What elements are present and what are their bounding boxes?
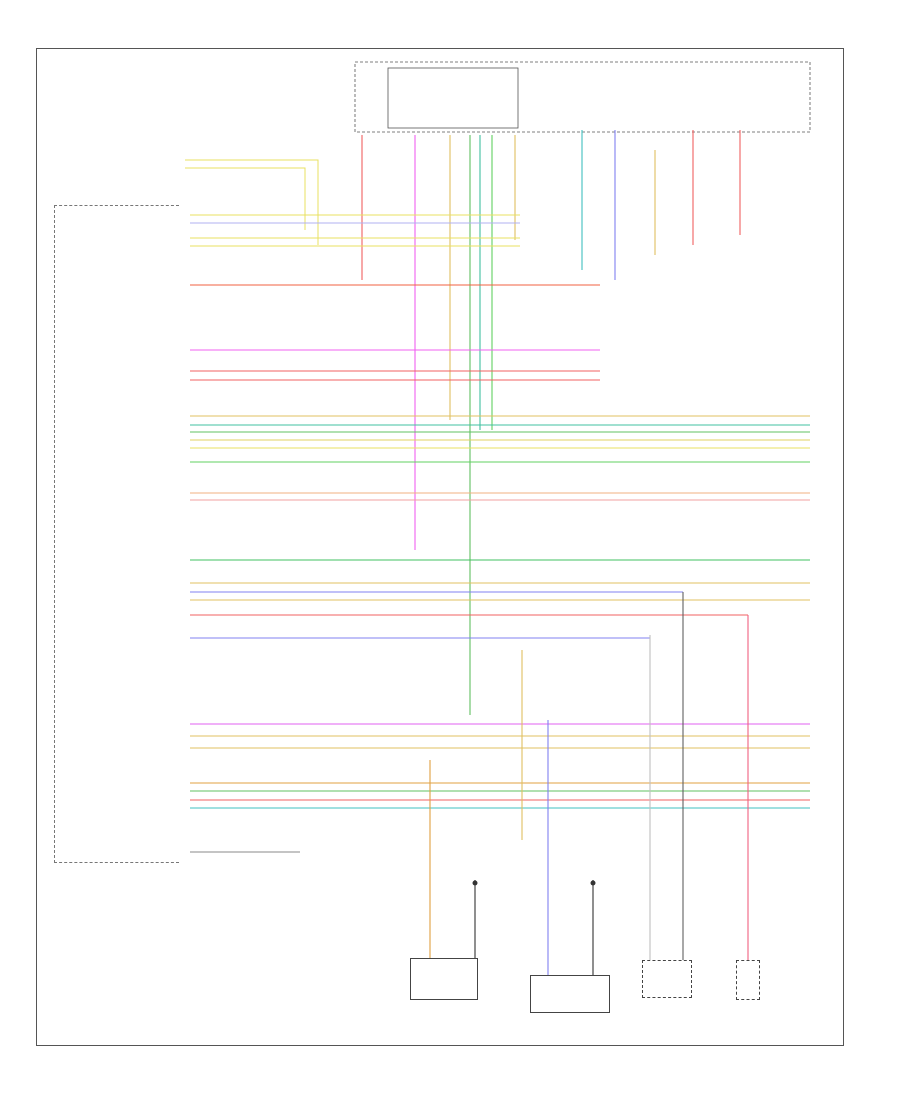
diagram-frame — [36, 48, 844, 1046]
transmission-range-sensor — [736, 960, 760, 1000]
evap-system-integrity-monitor — [530, 975, 610, 1013]
vertical-feeds — [361, 130, 741, 715]
pin-wires — [190, 214, 810, 853]
output-speed-sensor — [642, 960, 692, 998]
clutch-pedal-position-switch — [410, 958, 478, 1000]
pcm-connector-box — [54, 205, 179, 863]
ground-feed — [185, 159, 319, 245]
ground-symbols — [472, 880, 596, 886]
fuse-block-top — [354, 61, 811, 133]
component-feeds — [429, 592, 749, 975]
